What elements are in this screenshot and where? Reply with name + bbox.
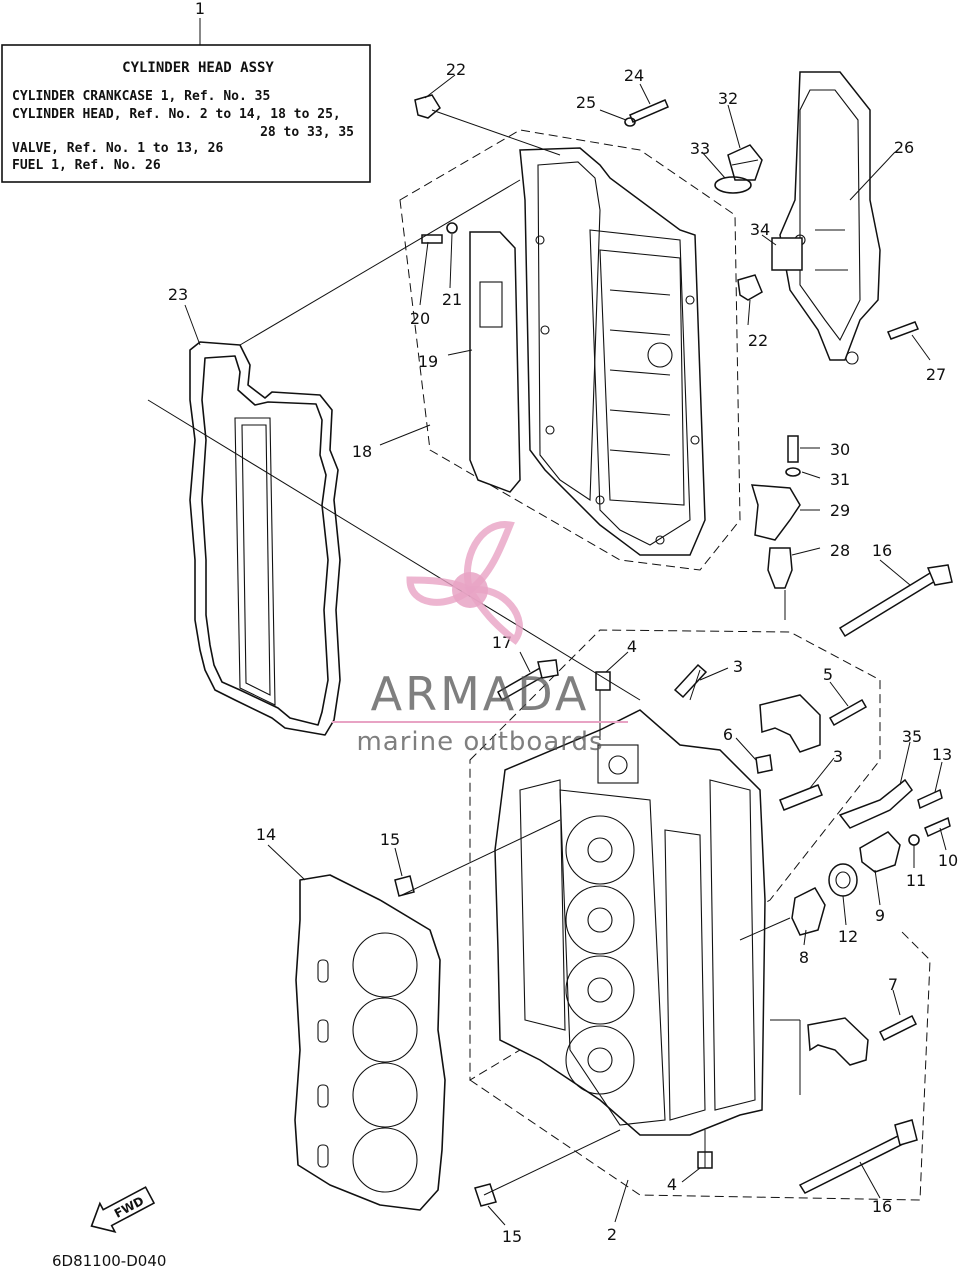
bearing-holder-upper — [759, 694, 821, 753]
part-label-24: 24 — [624, 66, 644, 85]
info-box-line-4: VALVE, Ref. No. 1 to 13, 26 — [12, 141, 223, 156]
cylinder-head-2 — [494, 709, 766, 1136]
part-label-12: 12 — [838, 927, 858, 946]
seal-12 — [828, 863, 858, 897]
part-label-13: 13 — [932, 745, 952, 764]
bolt-13 — [917, 788, 943, 810]
washer-11 — [908, 834, 920, 846]
part-label-34: 34 — [750, 220, 770, 239]
part-label-28: 28 — [830, 541, 850, 560]
part-label-31: 31 — [830, 470, 850, 489]
part-label-18: 18 — [352, 442, 372, 461]
part-label-23: 23 — [168, 285, 188, 304]
part-label-26: 26 — [894, 138, 914, 157]
part-label-6: 6 — [723, 725, 733, 744]
cover-9 — [859, 831, 901, 873]
valve-cover-18 — [519, 147, 706, 556]
watermark-brand: ARMADA — [371, 667, 590, 721]
washer-25 — [624, 117, 636, 127]
washer-31 — [785, 467, 801, 477]
bearing-holder-lower — [807, 1017, 869, 1066]
info-box-line-1: CYLINDER CRANKCASE 1, Ref. No. 35 — [12, 89, 270, 104]
oil-cap-32 — [727, 144, 763, 181]
part-label-16-bottom: 16 — [872, 1197, 892, 1216]
part-label-4-top: 4 — [627, 637, 637, 656]
part-label-35: 35 — [902, 727, 922, 746]
part-label-5: 5 — [823, 665, 833, 684]
watermark-tagline: marine outboards — [356, 727, 603, 757]
long-bolt-16-bottom — [798, 1119, 918, 1194]
label-34 — [771, 237, 803, 271]
part-label-21: 21 — [442, 290, 462, 309]
dowel-15-bottom — [474, 1183, 497, 1207]
part-label-25: 25 — [576, 93, 596, 112]
dowel-3-top — [673, 663, 708, 699]
part-labels: 2 3 3 4 4 5 6 7 8 9 10 11 12 13 14 15 15… — [168, 60, 958, 1246]
part-label-30: 30 — [830, 440, 850, 459]
bolt-27 — [886, 321, 920, 340]
bolt-24 — [629, 99, 669, 123]
long-bolt-16-top — [838, 564, 953, 638]
info-box-line-5: FUEL 1, Ref. No. 26 — [12, 158, 161, 173]
part-label-3-mid: 3 — [833, 747, 843, 766]
part-label-22-right: 22 — [748, 331, 768, 350]
info-box-line-2: CYLINDER HEAD, Ref. No. 2 to 14, 18 to 2… — [12, 107, 341, 122]
part-label-19: 19 — [418, 352, 438, 371]
info-box-title: CYLINDER HEAD ASSY — [122, 60, 274, 76]
sensor-28 — [767, 547, 793, 589]
pin-6 — [755, 754, 773, 774]
plug-22-top — [414, 94, 441, 119]
part-label-22-top: 22 — [446, 60, 466, 79]
part-label-4-bottom: 4 — [667, 1175, 677, 1194]
dowel-15-top — [394, 875, 415, 897]
sensor-35 — [838, 778, 913, 829]
o-ring-33 — [714, 176, 752, 194]
part-label-10: 10 — [938, 851, 958, 870]
bracket-26 — [779, 71, 881, 365]
propeller-logo — [406, 521, 523, 645]
bolt-10 — [924, 816, 951, 838]
bolt-30 — [787, 435, 799, 463]
part-label-7: 7 — [888, 975, 898, 994]
info-box: CYLINDER HEAD ASSY CYLINDER CRANKCASE 1,… — [1, 0, 371, 183]
bolt-7 — [878, 1014, 918, 1042]
bolt-20 — [421, 234, 443, 244]
cover-plate-19 — [469, 231, 521, 493]
sensor-29 — [750, 484, 801, 541]
drawing-code: 6D81100-D040 — [52, 1252, 166, 1270]
part-label-27: 27 — [926, 365, 946, 384]
part-label-14: 14 — [256, 825, 276, 844]
part-label-15-bottom: 15 — [502, 1227, 522, 1246]
fwd-arrow: FWD — [90, 1186, 156, 1233]
part-label-8: 8 — [799, 948, 809, 967]
part-label-2: 2 — [607, 1225, 617, 1244]
bolt-17 — [497, 659, 559, 702]
part-label-20: 20 — [410, 309, 430, 328]
part-label-29: 29 — [830, 501, 850, 520]
bolt-5 — [828, 698, 868, 727]
info-box-line-3: 28 to 33, 35 — [260, 125, 354, 140]
part-label-3-top: 3 — [733, 657, 743, 676]
gasket-23 — [189, 341, 341, 736]
part-label-11: 11 — [906, 871, 926, 890]
part-label-9: 9 — [875, 906, 885, 925]
dowel-3-mid — [779, 784, 823, 811]
plug-22-right — [737, 274, 763, 301]
washer-21 — [446, 222, 458, 234]
head-gasket-14 — [294, 874, 446, 1211]
part-label-32: 32 — [718, 89, 738, 108]
part-label-15-top: 15 — [380, 830, 400, 849]
bushing-8 — [791, 887, 826, 936]
part-label-1: 1 — [195, 0, 205, 18]
leader-lines — [147, 74, 947, 1226]
watermark: ARMADA marine outboards — [332, 521, 628, 757]
part-label-33: 33 — [690, 139, 710, 158]
part-label-16-top: 16 — [872, 541, 892, 560]
plug-4-top — [595, 671, 611, 691]
